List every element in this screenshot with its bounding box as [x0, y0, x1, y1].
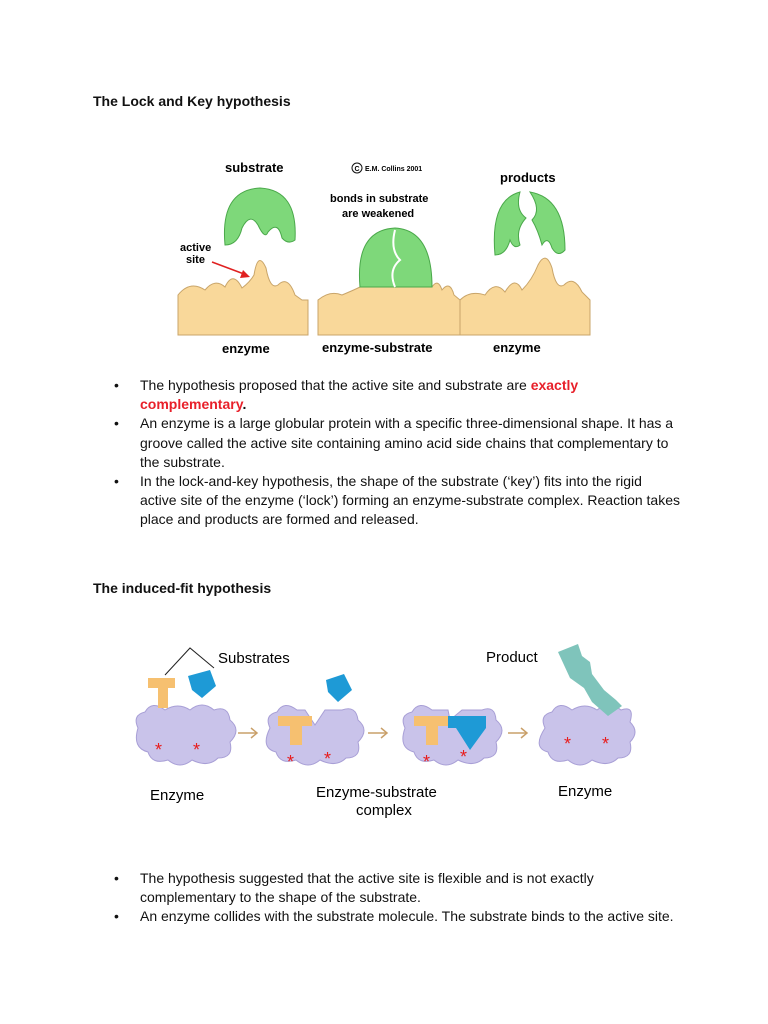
label-enzyme-left: enzyme	[222, 341, 270, 356]
substrates-pointer	[164, 647, 215, 676]
label-enzyme-right: Enzyme	[558, 783, 612, 800]
active-site-star: *	[460, 747, 467, 767]
label-substrates: Substrates	[218, 650, 290, 667]
label-complex-line1: Enzyme-substrate	[316, 784, 437, 801]
bullet-1: The hypothesis suggested that the active…	[110, 869, 680, 907]
bound-substrate-a-3	[414, 716, 448, 745]
product-shape-right	[528, 191, 566, 254]
svg-text:C: C	[355, 166, 360, 173]
active-site-star: *	[564, 734, 571, 754]
highlight-exactly-complementary: exactly complementary	[140, 377, 579, 413]
induced-fit-heading: The induced-fit hypothesis	[93, 580, 272, 596]
lock-and-key-bullets: The hypothesis proposed that the active …	[110, 376, 680, 530]
active-site-star: *	[324, 749, 331, 769]
bullet-2: An enzyme is a large globular protein wi…	[110, 414, 680, 472]
enzyme-blob-4	[538, 704, 636, 766]
label-enzyme-substrate: enzyme-substrate	[322, 340, 433, 355]
active-site-star: *	[423, 752, 430, 772]
bound-substrate-b-3	[448, 716, 486, 750]
arrow-3	[508, 727, 529, 739]
label-enzyme-left: Enzyme	[150, 787, 204, 804]
enzyme-blob-2	[265, 705, 365, 766]
enzyme-shape-left	[177, 260, 309, 336]
label-enzyme-right: enzyme	[493, 340, 541, 355]
substrate-b-shape	[188, 670, 216, 698]
label-substrate: substrate	[225, 160, 284, 175]
arrow-2	[368, 727, 389, 739]
enzyme-shape-middle	[317, 282, 461, 336]
label-bonds-line2: are weakened	[342, 208, 414, 220]
active-site-star: *	[287, 752, 294, 772]
label-products: products	[500, 170, 556, 185]
active-site-star: *	[602, 734, 609, 754]
product-shape-left	[493, 191, 527, 256]
active-site-arrow	[211, 261, 245, 275]
active-site-arrow-head	[240, 270, 250, 278]
enzyme-blob-3	[402, 705, 503, 766]
substrate-shape	[223, 187, 296, 246]
active-site-star: *	[193, 740, 200, 760]
product-shape	[558, 644, 622, 716]
copyright-label: E.M. Collins 2001	[365, 166, 422, 173]
label-product: Product	[486, 649, 539, 666]
arrow-1	[238, 727, 259, 739]
enzyme-blob-1	[135, 704, 237, 766]
lock-and-key-diagram: substrate E.M. Collins 2001 C bonds in s…	[177, 160, 591, 356]
bullet-1: The hypothesis proposed that the active …	[110, 376, 680, 414]
substrate-a-shape	[148, 678, 175, 708]
copyright-icon	[351, 162, 363, 174]
label-site: site	[186, 254, 205, 266]
enzyme-shape-right	[459, 257, 591, 336]
bound-substrate-a-2	[278, 716, 312, 745]
bullet-3: In the lock-and-key hypothesis, the shap…	[110, 472, 680, 530]
bound-substrate-shape	[358, 227, 433, 288]
label-active: active	[180, 242, 211, 254]
active-site-star: *	[155, 740, 162, 760]
induced-fit-bullets: The hypothesis suggested that the active…	[110, 869, 680, 927]
induced-fit-diagram: * * * * * * * * Substrates Product Enzym…	[135, 644, 636, 819]
label-bonds-line1: bonds in substrate	[330, 193, 428, 205]
bullet-2: An enzyme collides with the substrate mo…	[110, 907, 680, 926]
label-complex-line2: complex	[356, 802, 412, 819]
substrate-b-approach	[326, 674, 352, 702]
lock-and-key-heading: The Lock and Key hypothesis	[93, 93, 291, 109]
